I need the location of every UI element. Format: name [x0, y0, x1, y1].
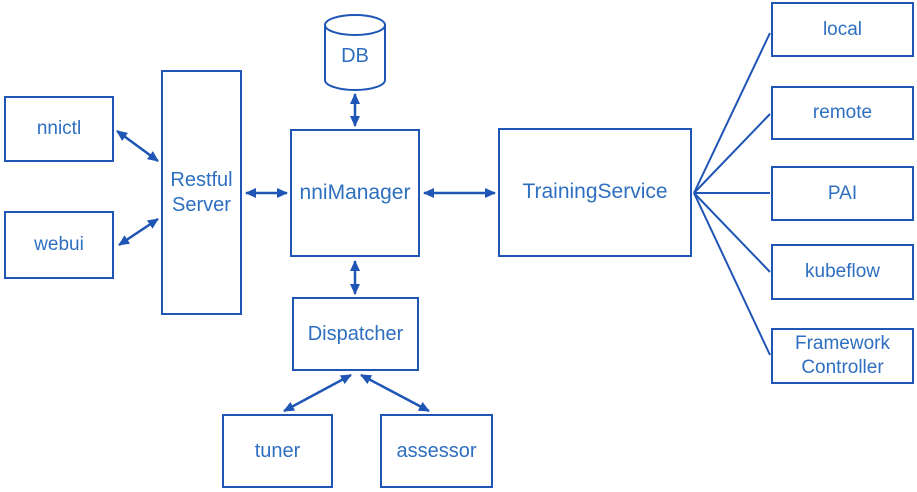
- node-remote: remote: [771, 86, 914, 140]
- node-trainingservice: TrainingService: [498, 128, 692, 257]
- edge-trainingservice-local: [693, 32, 771, 194]
- edge-trainingservice-frameworkcontroller: [693, 192, 771, 356]
- node-label: Restful Server: [170, 168, 233, 216]
- node-label: assessor: [396, 439, 477, 462]
- node-nnictl: nnictl: [4, 96, 114, 162]
- node-label: TrainingService: [522, 180, 668, 204]
- node-dispatcher: Dispatcher: [292, 297, 419, 371]
- node-label: tuner: [254, 439, 301, 462]
- node-label: kubeflow: [805, 261, 880, 283]
- node-restful-server: Restful Server: [161, 70, 242, 315]
- node-webui: webui: [4, 211, 114, 279]
- edge-restful-webui: [118, 217, 159, 247]
- node-label: DB: [341, 45, 369, 67]
- node-label: local: [822, 18, 863, 40]
- node-label: nniManager: [299, 180, 411, 204]
- edge-nnictl-restful: [116, 129, 159, 163]
- node-label: webui: [34, 234, 84, 256]
- edge-trainingservice-remote: [693, 113, 771, 194]
- node-label: PAI: [827, 182, 858, 204]
- node-framework-controller: Framework Controller: [771, 328, 914, 384]
- node-local: local: [771, 2, 914, 57]
- edge-dispatcher-tuner: [283, 373, 352, 413]
- node-db-label: DB: [324, 45, 386, 68]
- node-label: nnictl: [36, 118, 82, 140]
- node-tuner: tuner: [222, 414, 333, 488]
- node-label: Framework Controller: [794, 333, 890, 378]
- edge-dispatcher-assessor: [360, 373, 430, 413]
- node-label: Dispatcher: [307, 322, 404, 345]
- node-assessor: assessor: [380, 414, 493, 488]
- node-label: remote: [812, 102, 873, 124]
- node-kubeflow: kubeflow: [771, 244, 914, 300]
- node-nnimanager: nniManager: [290, 129, 420, 257]
- edge-trainingservice-kubeflow: [693, 192, 771, 273]
- node-pai: PAI: [771, 166, 914, 221]
